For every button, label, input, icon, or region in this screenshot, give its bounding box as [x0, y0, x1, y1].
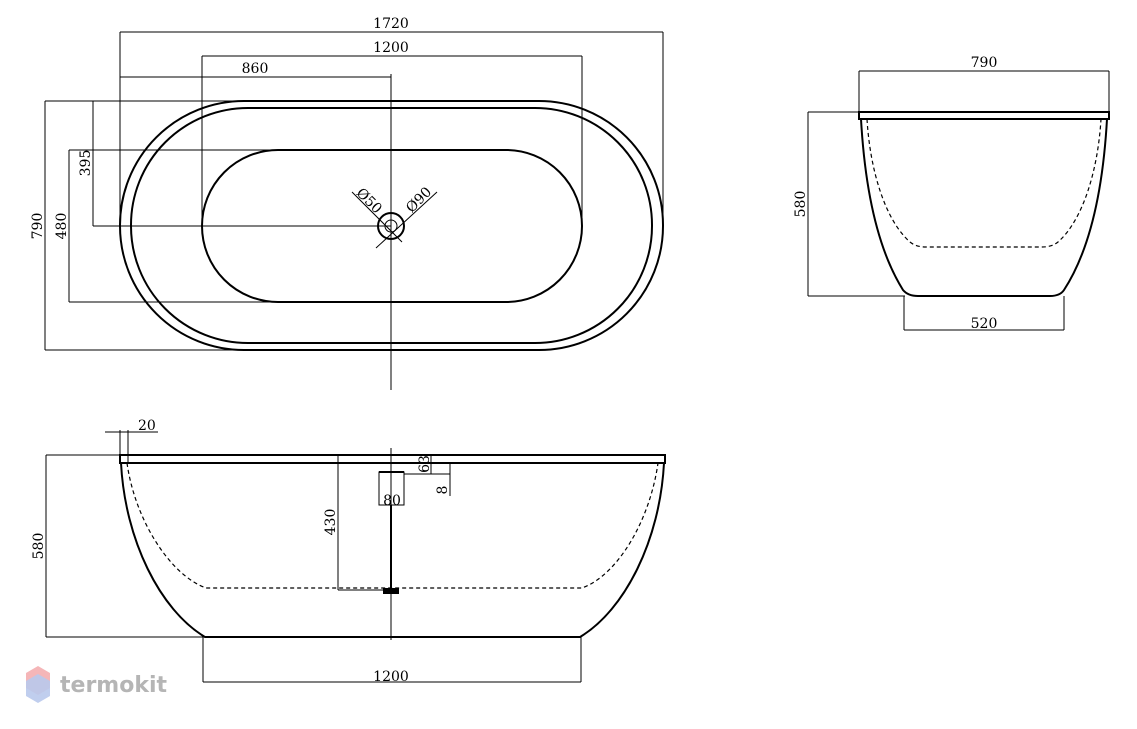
- dim-drain-offset: 860: [242, 61, 269, 77]
- dim-end-width: 790: [971, 55, 998, 71]
- hexagon-logo-icon: [26, 666, 50, 703]
- dim-inner-width: 480: [54, 213, 70, 240]
- dim-total-length: 1720: [373, 16, 409, 32]
- end-view: 790 580 520: [793, 55, 1110, 332]
- dim-inner-length: 1200: [373, 40, 409, 56]
- side-view-rim: [119, 454, 666, 464]
- dim-total-width: 790: [30, 213, 46, 240]
- dim-side-base: 1200: [373, 669, 409, 685]
- dim-end-height: 580: [793, 191, 809, 218]
- dim-side-height: 580: [31, 533, 47, 560]
- dim-drain-width: 80: [383, 493, 401, 509]
- dim-rim: 20: [138, 418, 156, 434]
- end-view-rim: [858, 111, 1110, 120]
- side-view: 20 580 430 63 8 80 1200: [31, 418, 666, 685]
- dim-overflow-b: 8: [435, 486, 451, 495]
- dim-overflow-diameter: Ø90: [403, 184, 435, 216]
- dim-end-base: 520: [971, 316, 998, 332]
- brand-logo: termokit: [26, 666, 167, 703]
- brand-name: termokit: [60, 673, 167, 698]
- top-view: 1720 1200 860 790 480 395 Ø50 Ø90: [30, 16, 664, 390]
- end-view-basin-hidden: [866, 118, 1102, 248]
- dim-drain-diameter: Ø50: [353, 185, 385, 217]
- dim-overflow-a: 63: [417, 455, 433, 473]
- dim-drain-side: 395: [78, 150, 94, 177]
- side-view-shell: [120, 462, 665, 638]
- end-view-shell: [860, 118, 1108, 297]
- drain-diameter-leader-right: [375, 191, 438, 249]
- drain-diameter-leader-left: [351, 191, 403, 243]
- side-view-basin-hidden: [126, 462, 659, 589]
- dim-inner-depth: 430: [323, 509, 339, 536]
